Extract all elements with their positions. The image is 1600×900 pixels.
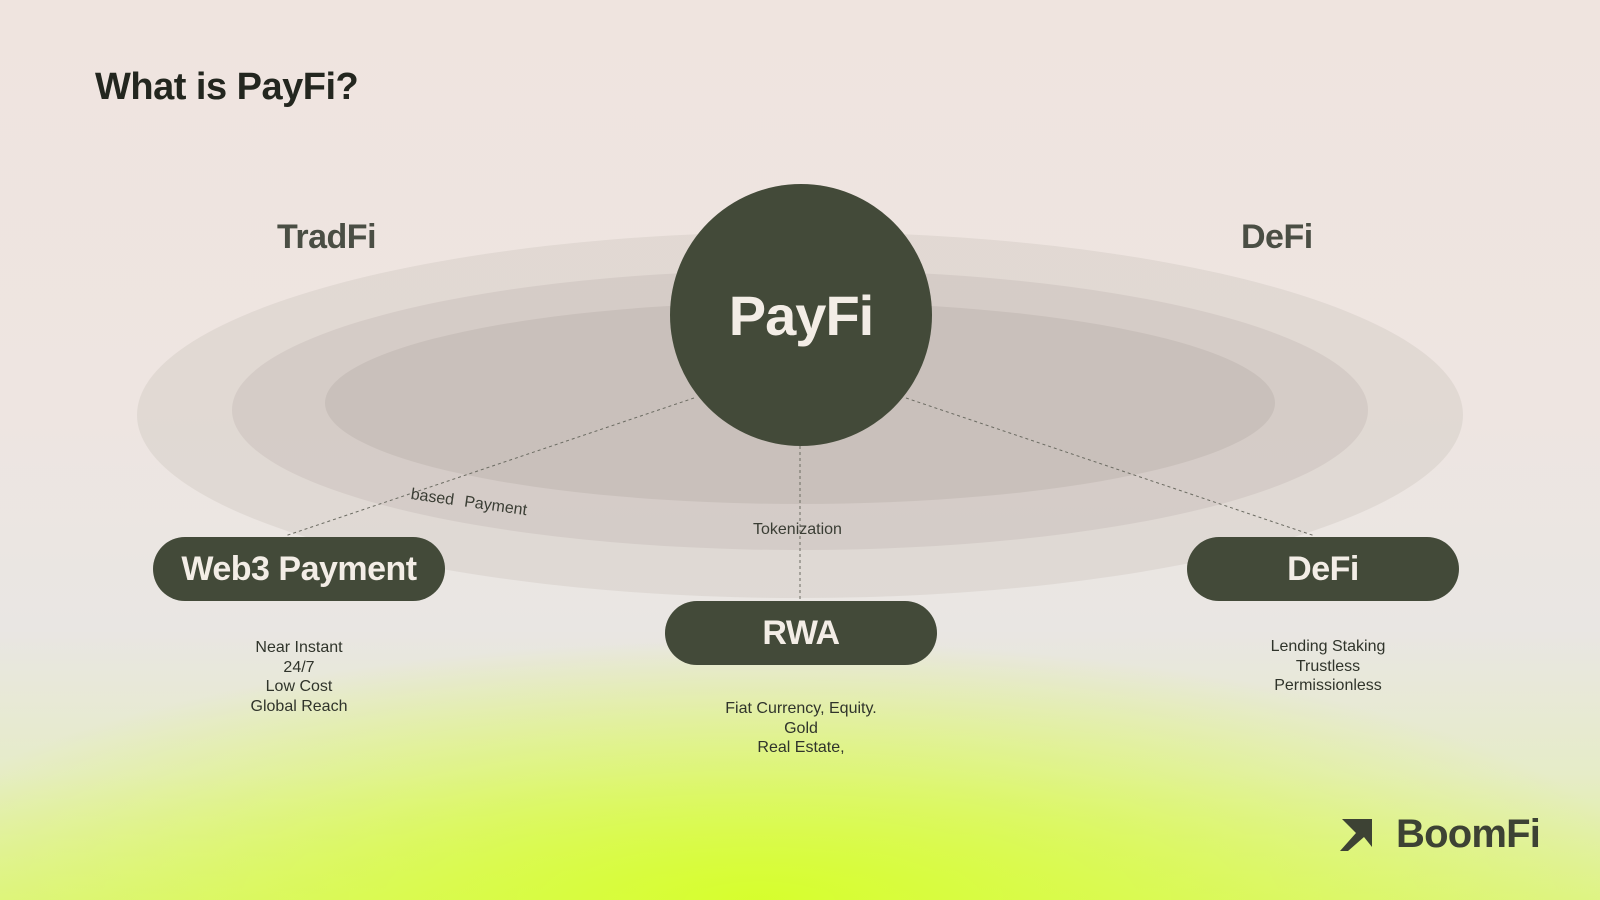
detail-line: Gold: [784, 719, 818, 737]
detail-line: Trustless: [1295, 657, 1361, 675]
web3-payment-details: Near Instant 24/7 Low Cost Global Reach: [219, 638, 379, 716]
defi-side-label: DeFi: [1241, 218, 1313, 256]
detail-line: 24/7: [283, 658, 315, 676]
tokenization-label: Tokenization: [753, 521, 842, 538]
rwa-details: Fiat Currency, Equity. Gold Real Estate,: [701, 699, 901, 758]
detail-line: Near Instant: [255, 639, 343, 656]
rwa-node: RWA: [665, 601, 937, 665]
boomfi-arrow-icon: [1340, 818, 1372, 851]
detail-line: Real Estate,: [757, 739, 845, 756]
detail-line: Lending Staking: [1270, 638, 1386, 655]
detail-line: Low Cost: [265, 678, 333, 695]
payfi-hub: PayFi: [670, 184, 932, 446]
detail-line: Global Reach: [250, 697, 348, 715]
defi-details: Lending Staking Trustless Permissionless: [1243, 637, 1413, 696]
brand-name: BoomFi: [1396, 812, 1541, 856]
page-title: What is PayFi?: [95, 66, 359, 108]
detail-line: Fiat Currency, Equity.: [725, 700, 877, 717]
detail-line: Permissionless: [1274, 677, 1382, 694]
brand-logo: BoomFi: [1338, 812, 1541, 857]
defi-node: DeFi: [1187, 537, 1459, 601]
tradfi-label: TradFi: [277, 218, 377, 256]
web3-payment-node: Web3 Payment: [153, 537, 445, 601]
payfi-hub-label: PayFi: [728, 283, 874, 347]
